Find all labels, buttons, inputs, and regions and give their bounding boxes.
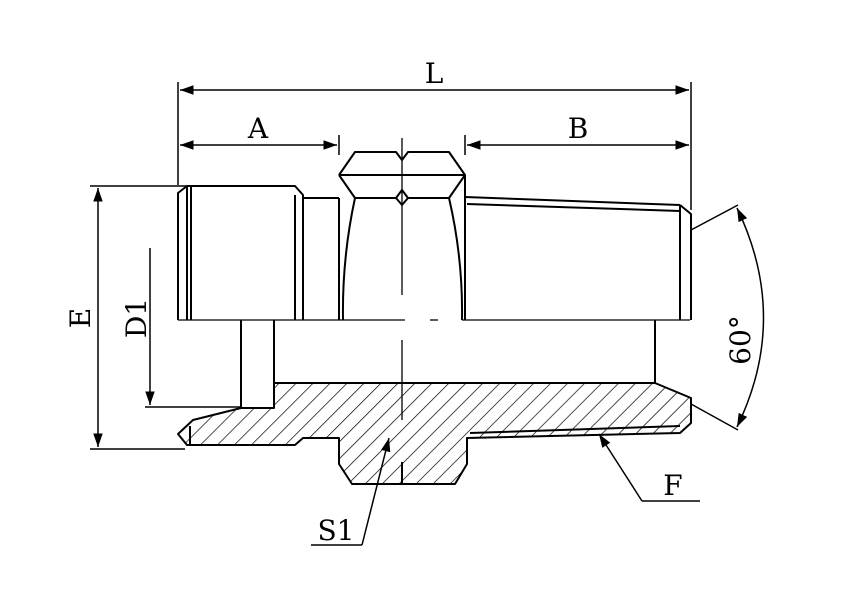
dimension-l-label: L: [425, 57, 444, 90]
dimension-d1-label: D1: [120, 298, 153, 338]
dimension-a-label: A: [247, 112, 269, 145]
centerlines: [178, 138, 690, 420]
dimension-a: [180, 135, 340, 155]
dimension-l: [177, 82, 692, 210]
fitting-section-lines: [189, 320, 681, 484]
leader-s1-label: S1: [318, 514, 355, 547]
leader-s1: [311, 437, 391, 546]
dimension-e: [90, 185, 188, 450]
dimension-angle: [690, 204, 765, 431]
dimension-d1: [145, 248, 241, 408]
leader-f-label: F: [663, 469, 682, 502]
fitting-section-hatched: [177, 382, 692, 485]
leader-f: [598, 433, 700, 502]
dimension-b: [464, 135, 689, 155]
dimension-angle-label: 60°: [724, 315, 757, 365]
fitting-upper-outline: [177, 151, 692, 321]
dimension-e-label: E: [64, 308, 97, 328]
dimension-b-label: B: [568, 112, 589, 145]
